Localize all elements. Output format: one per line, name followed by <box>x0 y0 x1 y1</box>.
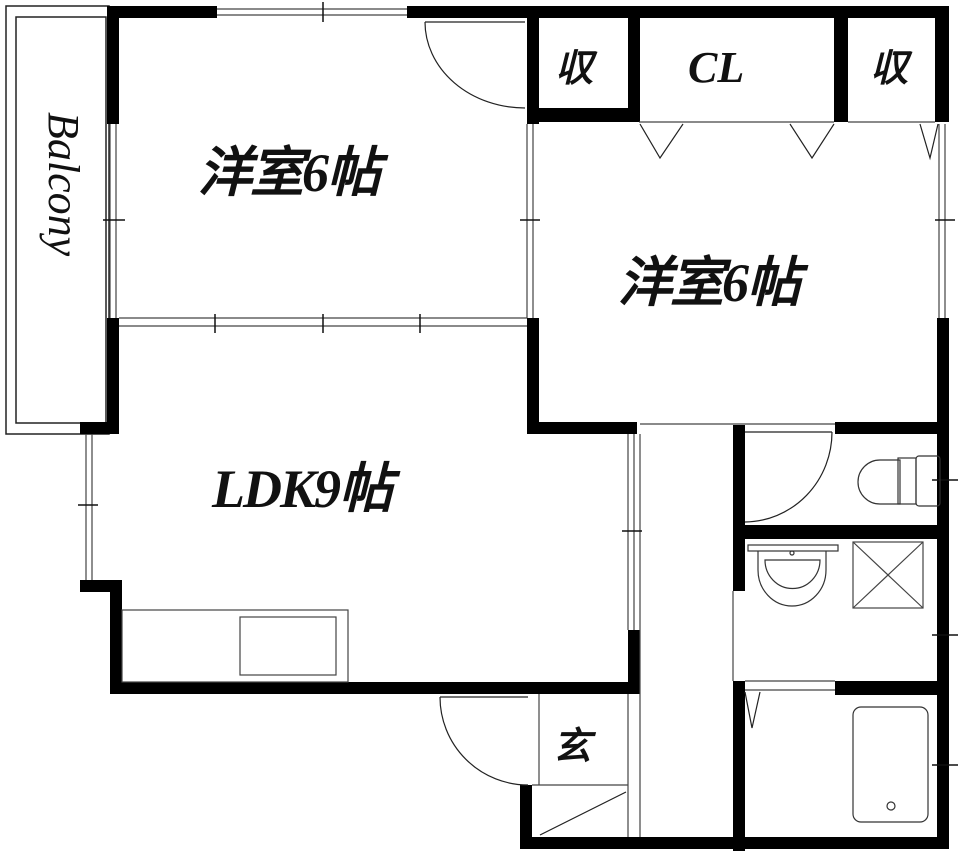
window-ticks <box>78 2 958 766</box>
toilet-fixture <box>857 455 941 507</box>
kitchen-counter <box>121 609 349 683</box>
room-label-western-room-1: 洋室6帖 <box>198 143 381 203</box>
walls <box>80 6 949 851</box>
windows <box>85 8 946 837</box>
doors <box>424 21 939 836</box>
bathtub-fixture <box>852 706 929 823</box>
room-label-closet: CL <box>688 43 745 92</box>
room-label-balcony: Balcony <box>39 112 88 257</box>
room-label-ldk: LDK9帖 <box>212 459 393 519</box>
room-label-storage-2: 収 <box>870 48 909 90</box>
room-label-entrance: 玄 <box>553 726 592 768</box>
room-label-storage-1: 収 <box>555 48 594 90</box>
washing-machine-pan <box>852 541 924 609</box>
washbasin-fixture <box>747 544 839 607</box>
room-label-western-room-2: 洋室6帖 <box>618 253 801 313</box>
